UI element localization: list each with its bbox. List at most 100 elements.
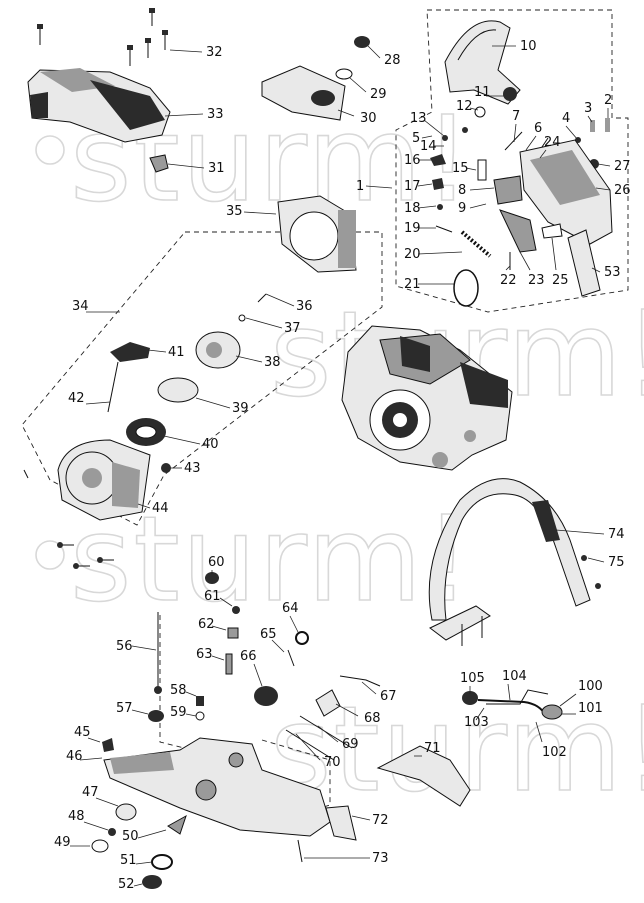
leader-line-4: [565, 125, 579, 141]
leader-line-39: [195, 397, 231, 409]
leader-line-40: [163, 435, 201, 445]
chain-brake-parts: [430, 20, 613, 307]
part-label-31: 31: [208, 161, 225, 176]
leader-line-51: [135, 861, 153, 865]
part-label-36: 36: [296, 299, 313, 314]
leader-line-37: [245, 317, 283, 329]
leader-line-3: [587, 115, 593, 123]
part-label-43: 43: [184, 461, 201, 476]
leader-line-63: [211, 655, 225, 661]
leader-line-15: [465, 167, 477, 171]
leader-line-23: [519, 251, 531, 271]
leader-line-61: [219, 597, 233, 607]
leader-line-58: [185, 691, 197, 697]
part-label-25: 25: [552, 273, 569, 288]
leader-line-62: [211, 625, 227, 631]
leader-line-29: [349, 77, 367, 93]
part-label-58: 58: [170, 683, 187, 698]
leader-line-24: [539, 149, 547, 159]
fuel-line-parts: [462, 689, 563, 720]
leader-line-52: [133, 883, 143, 887]
part-label-104: 104: [502, 669, 527, 684]
leader-line-26: [595, 187, 611, 191]
leader-line-31: [167, 163, 205, 169]
part-label-21: 21: [404, 277, 421, 292]
engine-block: [341, 325, 513, 471]
leader-line-57: [131, 709, 149, 715]
part-label-4: 4: [562, 111, 570, 126]
brake-assembly-outline: [395, 9, 629, 313]
screws-lower-32: [57, 542, 114, 569]
crankcase-part-46: [102, 737, 331, 837]
part-label-39: 39: [232, 401, 249, 416]
leader-line-50: [137, 829, 167, 839]
leader-line-38: [235, 355, 263, 363]
part-label-47: 47: [82, 785, 99, 800]
leader-line-72: [351, 815, 371, 821]
part-label-8: 8: [458, 183, 466, 198]
top-cover-part-33: [27, 68, 171, 143]
part-label-20: 20: [404, 247, 421, 262]
leader-line-30: [337, 109, 355, 117]
leader-line-45: [87, 737, 101, 743]
part-label-48: 48: [68, 809, 85, 824]
part-label-18: 18: [404, 201, 421, 216]
leader-line-53: [591, 267, 601, 273]
cap-parts-28-30: [261, 36, 370, 121]
leader-line-44: [137, 503, 151, 509]
leader-line-12: [469, 107, 479, 111]
part-label-75: 75: [608, 555, 625, 570]
part-label-52: 52: [118, 877, 135, 892]
part-label-40: 40: [202, 437, 219, 452]
leader-line-8: [469, 187, 495, 191]
leader-line-41: [147, 349, 167, 353]
part-label-6: 6: [534, 121, 542, 136]
leader-line-18: [417, 205, 437, 209]
leader-line-47: [95, 797, 119, 807]
leader-line-66: [253, 663, 263, 687]
leader-line-28: [367, 45, 381, 59]
part-label-62: 62: [198, 617, 215, 632]
part-label-63: 63: [196, 647, 213, 662]
part-label-12: 12: [456, 99, 473, 114]
part-label-101: 101: [578, 701, 603, 716]
leader-line-67: [361, 681, 377, 695]
leader-line-33: [164, 113, 204, 117]
leader-line-1: [365, 185, 393, 189]
clip-part-31: [149, 154, 169, 173]
part-label-56: 56: [116, 639, 133, 654]
leader-line-25: [551, 237, 557, 271]
part-label-71: 71: [424, 741, 441, 756]
part-label-35: 35: [226, 204, 243, 219]
leader-line-64: [289, 615, 299, 633]
front-handle-part-74: [428, 478, 601, 646]
lower-small-parts: [91, 803, 357, 889]
part-label-45: 45: [74, 725, 91, 740]
leader-line-6: [525, 135, 537, 151]
part-label-37: 37: [284, 321, 301, 336]
part-label-73: 73: [372, 851, 389, 866]
leader-line-65: [271, 639, 285, 653]
trigger-guard-part-71: [376, 745, 471, 807]
intake-parts: [148, 572, 381, 761]
part-label-27: 27: [614, 159, 631, 174]
part-label-49: 49: [54, 835, 71, 850]
leader-line-36: [265, 293, 295, 307]
leader-line-74: [555, 529, 605, 535]
leader-line-103: [475, 707, 485, 721]
leader-line-100: [559, 693, 577, 707]
starter-assembly-outline: [21, 231, 383, 526]
part-label-46: 46: [66, 749, 83, 764]
part-label-69: 69: [342, 737, 359, 752]
part-label-53: 53: [604, 265, 621, 280]
part-label-34: 34: [72, 299, 89, 314]
leader-line-75: [587, 557, 605, 563]
leader-line-48: [83, 821, 109, 831]
part-label-33: 33: [207, 107, 224, 122]
part-label-9: 9: [458, 201, 466, 216]
part-label-17: 17: [404, 179, 421, 194]
leader-line-32: [169, 49, 203, 53]
leader-line-59: [185, 713, 197, 717]
part-label-2: 2: [604, 93, 612, 108]
